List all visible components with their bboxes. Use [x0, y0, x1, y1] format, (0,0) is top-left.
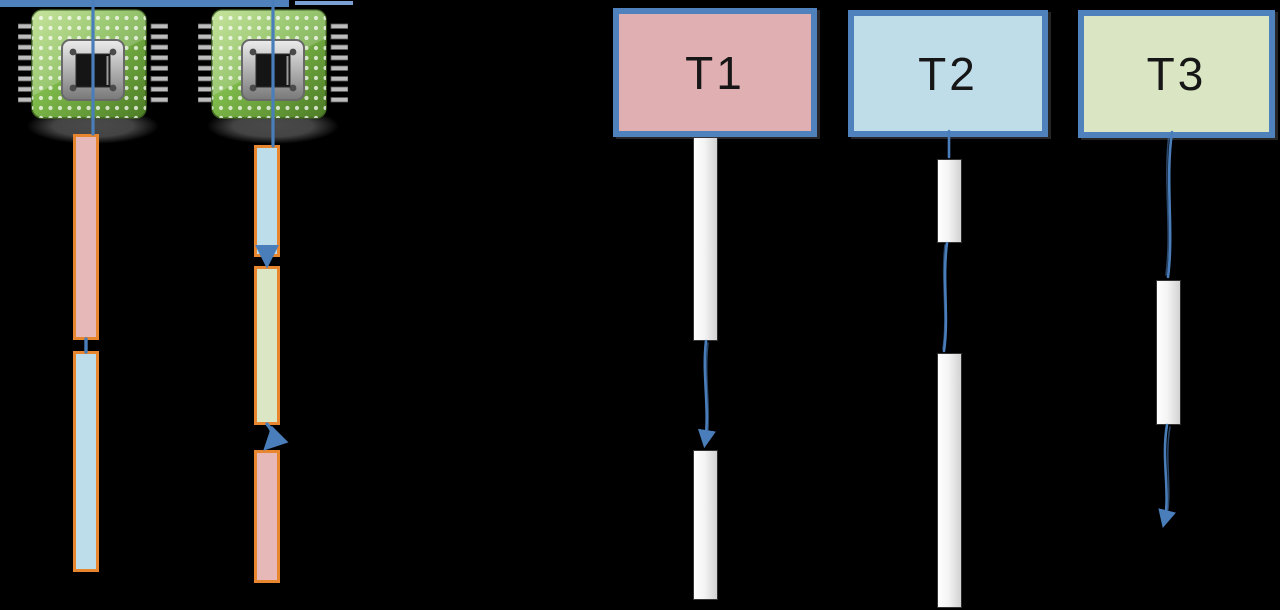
t2-exec-bar-2: [937, 353, 962, 608]
t3-start-link-echo: [1165, 133, 1170, 276]
thread-box-t3: T3: [1078, 10, 1275, 138]
t1-exec-bar-2: [693, 450, 718, 600]
cpu2-segment-t1: [254, 450, 280, 583]
t3-start-link: [1166, 130, 1174, 279]
cpu2-switch-link-2: [263, 422, 289, 451]
cpu2-segment-t2: [254, 145, 280, 257]
cpu1-segment-t2: [73, 351, 99, 572]
t1-wait-link: [697, 339, 716, 449]
t1-wait-link-echo: [705, 342, 710, 441]
thread-label-t2: T2: [918, 47, 978, 100]
thread-label-t3: T3: [1146, 48, 1207, 100]
cpu-chip-icon: [18, 9, 168, 144]
cpu1-segment-t1: [73, 134, 99, 340]
chip-die: [75, 53, 111, 88]
cpu-chip-icon: [198, 9, 348, 144]
t3-exec-bar-1: [1156, 280, 1181, 425]
bus-bar: [0, 0, 289, 7]
t3-end-link: [1158, 423, 1176, 529]
thread-box-t2: T2: [848, 10, 1048, 137]
t1-exec-bar-1: [693, 137, 718, 341]
t2-wait-link-echo: [942, 244, 946, 350]
bus-bar-extension: [295, 1, 353, 5]
t2-exec-bar-1: [937, 159, 962, 243]
thread-box-t1: T1: [613, 8, 817, 137]
chip-die: [255, 53, 291, 88]
chip-pins: [18, 23, 168, 103]
t2-wait-link: [942, 241, 949, 353]
thread-label-t1: T1: [685, 46, 745, 99]
cpu2-segment-t3: [254, 266, 280, 425]
t3-end-link-echo: [1165, 426, 1171, 521]
